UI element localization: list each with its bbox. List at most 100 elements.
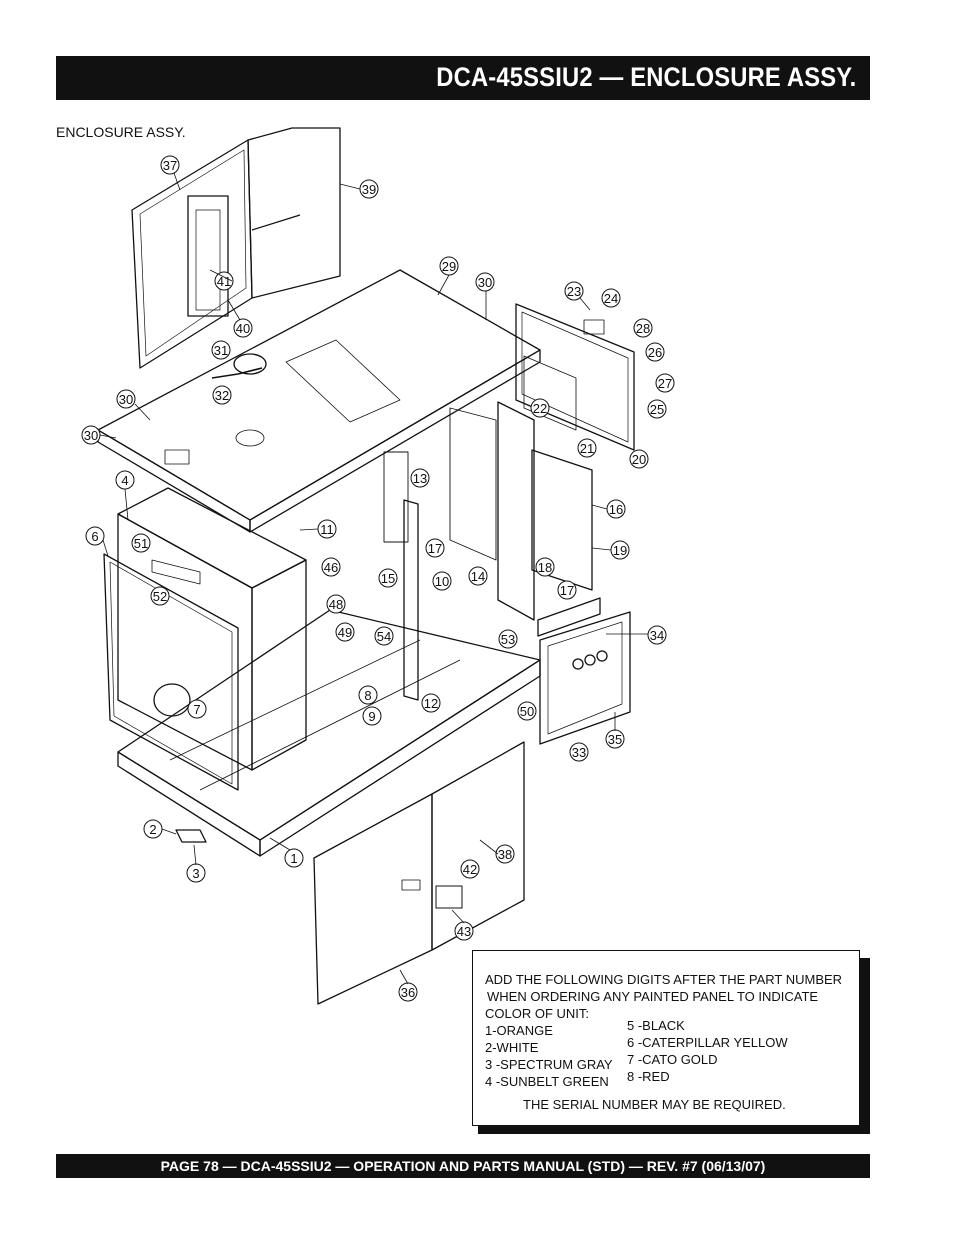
- callout-52: 52: [150, 586, 170, 606]
- svg-text:25: 25: [650, 402, 664, 417]
- callout-21: 21: [577, 438, 597, 458]
- svg-text:53: 53: [501, 632, 515, 647]
- callout-48: 48: [326, 594, 346, 614]
- color-list-left: 1-ORANGE 2-WHITE 3 -SPECTRUM GRAY 4 -SUN…: [485, 1022, 613, 1090]
- svg-text:21: 21: [580, 441, 594, 456]
- svg-text:6: 6: [91, 529, 98, 544]
- callout-28: 28: [633, 318, 653, 338]
- svg-text:29: 29: [442, 259, 456, 274]
- svg-text:33: 33: [572, 745, 586, 760]
- svg-text:15: 15: [381, 571, 395, 586]
- callout-11: 11: [317, 519, 337, 539]
- control-panel-33: [539, 611, 631, 745]
- svg-text:54: 54: [377, 629, 391, 644]
- section-label: ENCLOSURE ASSY.: [56, 124, 186, 140]
- color-item: 1-ORANGE: [485, 1023, 553, 1038]
- callout-49: 49: [335, 622, 355, 642]
- callout-53: 53: [498, 629, 518, 649]
- svg-text:19: 19: [613, 543, 627, 558]
- svg-text:14: 14: [471, 569, 485, 584]
- svg-text:7: 7: [193, 702, 200, 717]
- note-line-2: WHEN ORDERING ANY PAINTED PANEL TO INDIC…: [487, 989, 819, 1004]
- svg-text:31: 31: [214, 343, 228, 358]
- callout-13: 13: [410, 468, 430, 488]
- svg-text:3: 3: [192, 866, 199, 881]
- svg-text:11: 11: [320, 522, 334, 537]
- svg-text:24: 24: [604, 291, 618, 306]
- svg-text:27: 27: [658, 376, 672, 391]
- callout-36: 36: [398, 982, 418, 1002]
- callout-38: 38: [495, 844, 515, 864]
- note-line-1: ADD THE FOLLOWING DIGITS AFTER THE PART …: [485, 972, 843, 987]
- callout-14: 14: [468, 566, 488, 586]
- svg-text:48: 48: [329, 597, 343, 612]
- callout-20: 20: [629, 449, 649, 469]
- callout-17-a: 17: [425, 538, 445, 558]
- svg-text:9: 9: [368, 709, 375, 724]
- callout-3: 3: [186, 863, 206, 883]
- svg-text:36: 36: [401, 985, 415, 1000]
- svg-text:17: 17: [428, 541, 442, 556]
- callout-12: 12: [421, 693, 441, 713]
- color-code-note: ADD THE FOLLOWING DIGITS AFTER THE PART …: [472, 950, 860, 1126]
- fan-cap-31: [233, 353, 267, 375]
- svg-text:1: 1: [290, 851, 297, 866]
- callout-34: 34: [647, 625, 667, 645]
- color-item: 4 -SUNBELT GREEN: [485, 1074, 609, 1089]
- callout-37: 37: [160, 155, 180, 175]
- svg-text:37: 37: [163, 158, 177, 173]
- callout-27: 27: [655, 373, 675, 393]
- note-line-3: COLOR OF UNIT:: [485, 1006, 590, 1021]
- svg-text:51: 51: [134, 536, 148, 551]
- roof-panel-29: [97, 269, 541, 521]
- callout-30-c: 30: [81, 425, 101, 445]
- svg-text:32: 32: [215, 388, 229, 403]
- callout-7: 7: [187, 699, 207, 719]
- svg-text:30: 30: [478, 275, 492, 290]
- callout-24: 24: [601, 288, 621, 308]
- svg-text:30: 30: [84, 428, 98, 443]
- svg-text:39: 39: [362, 182, 376, 197]
- callout-29: 29: [439, 256, 459, 276]
- callout-10: 10: [432, 571, 452, 591]
- color-item: 8 -RED: [627, 1069, 670, 1084]
- callout-8: 8: [358, 685, 378, 705]
- color-list-right: 5 -BLACK 6 -CATERPILLAR YELLOW 7 -CATO G…: [627, 1017, 788, 1085]
- door-panel-38: [431, 741, 525, 951]
- svg-text:23: 23: [567, 284, 581, 299]
- callout-32: 32: [212, 385, 232, 405]
- svg-text:8: 8: [364, 688, 371, 703]
- svg-text:40: 40: [236, 321, 250, 336]
- color-item: 5 -BLACK: [627, 1018, 685, 1033]
- callout-33: 33: [569, 742, 589, 762]
- callout-26: 26: [645, 342, 665, 362]
- door-panel-36: [313, 793, 433, 1005]
- svg-text:50: 50: [520, 704, 534, 719]
- back-door-20: [515, 303, 635, 451]
- callout-16: 16: [606, 499, 626, 519]
- callout-31: 31: [211, 340, 231, 360]
- svg-text:49: 49: [338, 625, 352, 640]
- side-shroud-16: [531, 449, 593, 591]
- callout-51: 51: [131, 533, 151, 553]
- svg-text:13: 13: [413, 471, 427, 486]
- svg-text:41: 41: [217, 274, 231, 289]
- callout-17-b: 17: [557, 580, 577, 600]
- door-panel-37: [131, 139, 253, 369]
- svg-text:18: 18: [538, 560, 552, 575]
- callout-2: 2: [143, 819, 163, 839]
- svg-text:38: 38: [498, 847, 512, 862]
- page-title: DCA-45SSIU2 — ENCLOSURE ASSY.: [435, 62, 856, 92]
- callout-35: 35: [605, 729, 625, 749]
- callout-41: 41: [214, 271, 234, 291]
- svg-text:2: 2: [149, 822, 156, 837]
- svg-text:46: 46: [324, 560, 338, 575]
- svg-text:35: 35: [608, 732, 622, 747]
- svg-text:17: 17: [560, 583, 574, 598]
- color-item: 7 -CATO GOLD: [627, 1052, 718, 1067]
- svg-text:34: 34: [650, 628, 664, 643]
- column-14: [497, 401, 535, 621]
- svg-text:43: 43: [457, 924, 471, 939]
- callout-54: 54: [374, 626, 394, 646]
